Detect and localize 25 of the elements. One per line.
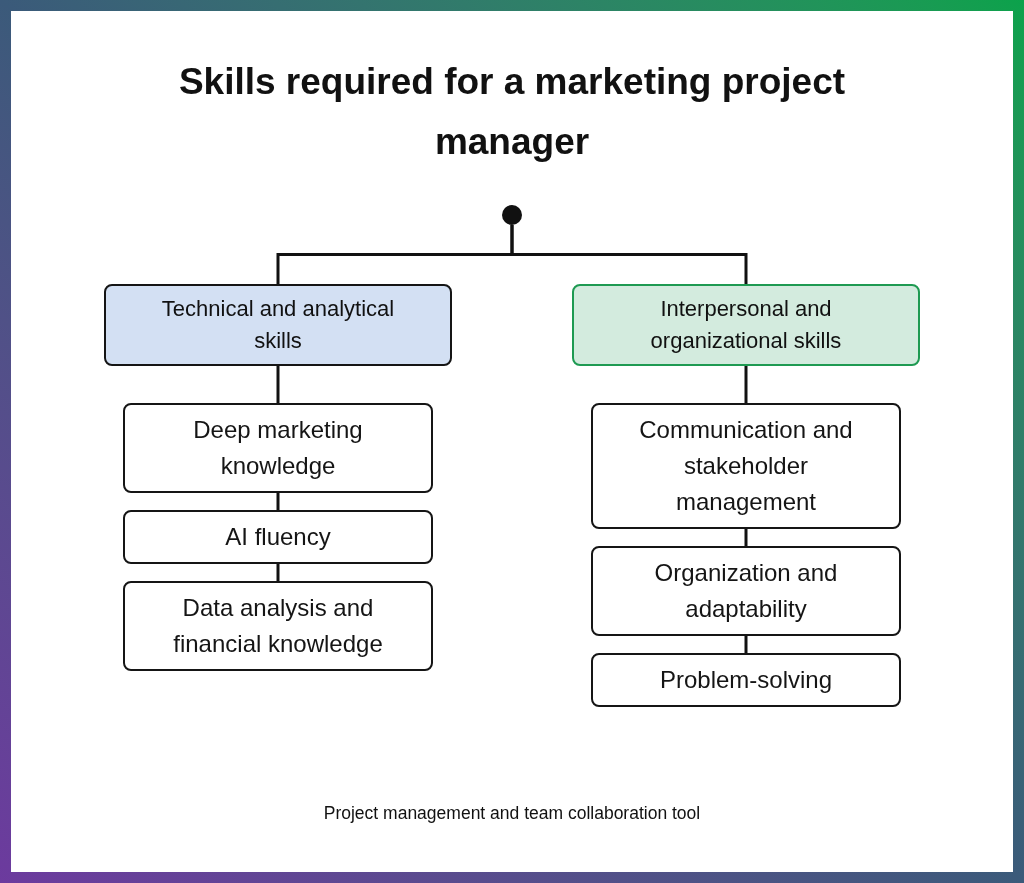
skill-box bbox=[123, 581, 433, 671]
skill-box bbox=[123, 510, 433, 564]
category-box bbox=[572, 284, 920, 366]
category-label: Technical and analytical skills bbox=[160, 295, 396, 355]
connector-line bbox=[276, 564, 280, 581]
skill-label: Deep marketing knowledge bbox=[192, 415, 364, 481]
connector-line bbox=[276, 366, 280, 403]
skill-label: Data analysis and financial knowledge bbox=[172, 593, 384, 659]
skill-label: Organization and adaptability bbox=[653, 558, 839, 624]
skill-box bbox=[591, 546, 901, 636]
skill-label: AI fluency bbox=[225, 522, 331, 552]
connector-line bbox=[744, 529, 748, 546]
connector-line bbox=[744, 366, 748, 403]
skill-box bbox=[123, 403, 433, 493]
diagram-title: Skills required for a marketing project manager bbox=[177, 60, 847, 164]
skill-box bbox=[591, 403, 901, 529]
tagline-text: Project management and team collaboration tool bbox=[323, 802, 701, 825]
skill-label: Problem-solving bbox=[659, 665, 833, 695]
skill-box bbox=[591, 653, 901, 707]
skill-label: Communication and stakeholder management bbox=[638, 415, 854, 517]
connector-line bbox=[744, 636, 748, 653]
connector-line bbox=[510, 225, 748, 284]
category-label: Interpersonal and organizational skills bbox=[649, 295, 843, 355]
connector-line bbox=[276, 493, 280, 510]
category-box bbox=[104, 284, 452, 366]
